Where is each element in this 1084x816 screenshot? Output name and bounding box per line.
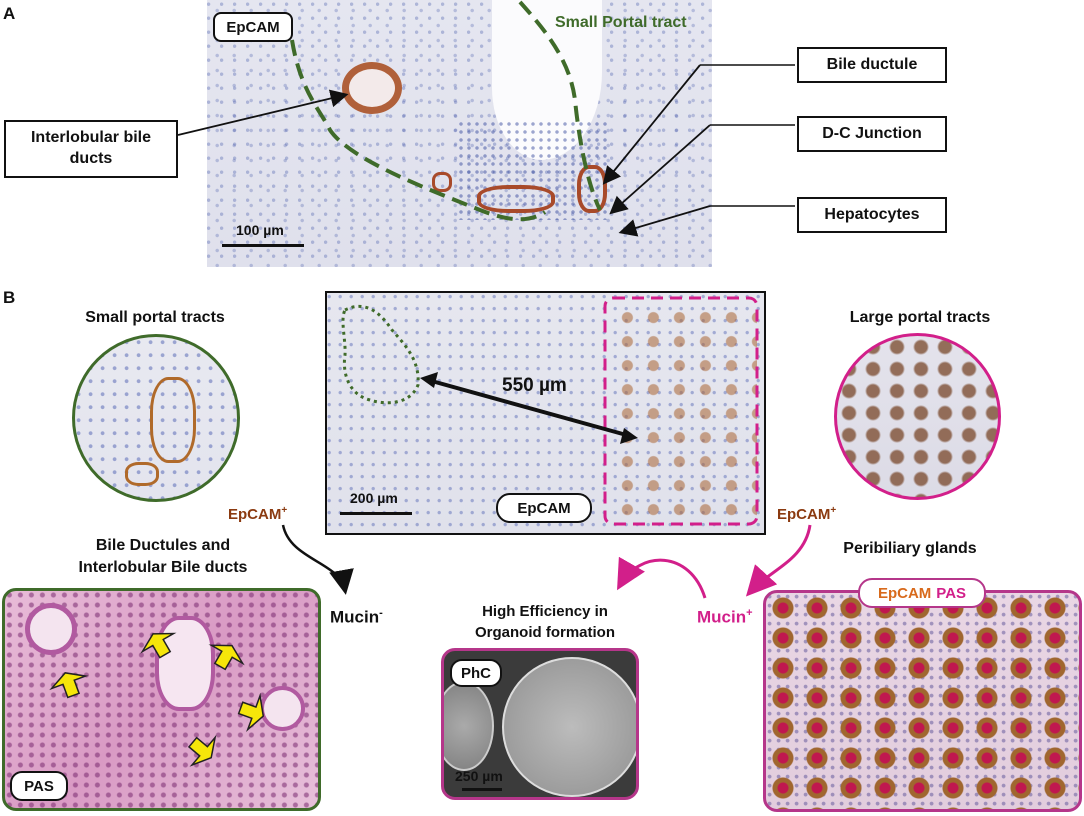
callout-hepatocytes: Hepatocytes bbox=[797, 197, 947, 233]
arrow-hepatocytes bbox=[618, 205, 711, 237]
small-portal-tract-circle bbox=[72, 334, 240, 502]
panel-a-scale-label: 100 µm bbox=[236, 222, 284, 238]
bile-ductules-title: Bile Ductules and Interlobular Bile duct… bbox=[78, 537, 248, 577]
small-portal-tracts-title: Small portal tracts bbox=[85, 309, 225, 326]
epcam-pas-tag-pas: PAS bbox=[936, 584, 967, 602]
large-portal-tracts-title: Large portal tracts bbox=[849, 309, 991, 326]
organoid-title: High Efficiency in Organoid formation bbox=[475, 603, 615, 641]
small-portal-tract-label: Small Portal tract bbox=[555, 14, 687, 31]
callout-bile-ductule: Bile ductule bbox=[797, 47, 947, 83]
mucin-negative: Mucin- bbox=[330, 607, 383, 628]
distance-arrow-head-right bbox=[620, 428, 638, 444]
arrow-to-mucin-pos bbox=[745, 524, 812, 597]
peribiliary-glands-title: Peribiliary glands bbox=[843, 540, 977, 557]
phc-scale-bar bbox=[462, 788, 502, 791]
arrow-to-mucin-neg bbox=[281, 524, 354, 595]
arrow-to-organoid bbox=[617, 556, 707, 599]
portal-boundary-left bbox=[290, 39, 547, 222]
panel-a-letter: A bbox=[3, 4, 16, 23]
panel-a-scale-bar bbox=[222, 244, 304, 247]
yellow-arrow-3 bbox=[208, 644, 245, 671]
yellow-arrow-2 bbox=[140, 632, 177, 659]
epcam-pas-tag: EpCAM PAS bbox=[858, 578, 986, 608]
center-scale-bar bbox=[340, 512, 412, 515]
epcam-positive-left: EpCAM+ bbox=[228, 505, 287, 523]
center-epcam-tag: EpCAM bbox=[496, 493, 592, 523]
callout-dc-junction: D-C Junction bbox=[797, 116, 947, 152]
mucin-negative-text: Mucin bbox=[330, 607, 380, 627]
yellow-arrow-1 bbox=[49, 672, 89, 699]
arrow-bile-ductule bbox=[602, 64, 701, 185]
yellow-arrow-5 bbox=[187, 734, 217, 767]
distance-arrow-head-left bbox=[420, 372, 438, 388]
phc-scale-label: 250 µm bbox=[455, 768, 503, 784]
peribiliary-glands-micrograph bbox=[763, 590, 1082, 812]
epcam-positive-left-sup: + bbox=[281, 505, 288, 516]
epcam-positive-right: EpCAM+ bbox=[777, 505, 836, 523]
arrow-interlobular bbox=[177, 89, 349, 136]
phc-tag: PhC bbox=[450, 659, 502, 687]
pas-tag: PAS bbox=[10, 771, 68, 801]
epcam-positive-right-sup: + bbox=[830, 505, 837, 516]
panel-a-epcam-tag: EpCAM bbox=[213, 12, 293, 42]
yellow-arrow-4 bbox=[237, 692, 265, 733]
panel-b-letter: B bbox=[3, 288, 16, 307]
arrow-dc-junction bbox=[609, 124, 711, 215]
epcam-pas-tag-epcam: EpCAM bbox=[877, 584, 932, 602]
mucin-positive-sup: + bbox=[746, 607, 753, 619]
mucin-positive: Mucin+ bbox=[697, 607, 753, 628]
mucin-positive-text: Mucin bbox=[697, 607, 747, 627]
center-large-portal-outline bbox=[603, 296, 759, 526]
distance-arrow-line bbox=[427, 378, 631, 438]
callout-interlobular-bile-ducts: Interlobular bile ducts bbox=[4, 120, 178, 178]
epcam-positive-right-text: EpCAM bbox=[777, 506, 831, 523]
mucin-negative-sup: - bbox=[379, 607, 383, 619]
epcam-positive-left-text: EpCAM bbox=[228, 506, 282, 523]
distance-label: 550 µm bbox=[502, 375, 567, 396]
center-scale-label: 200 µm bbox=[350, 490, 398, 506]
portal-boundary-right bbox=[518, 0, 602, 211]
large-portal-tract-circle bbox=[834, 333, 1001, 500]
phc-organoid-micrograph bbox=[441, 648, 639, 800]
